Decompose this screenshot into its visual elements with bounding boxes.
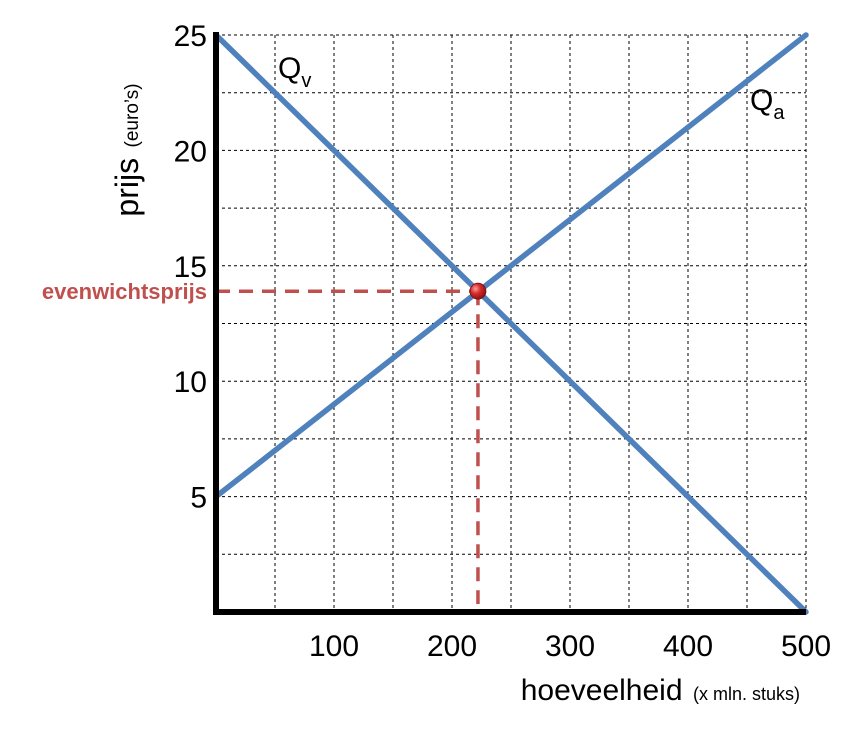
series-label-qv-subscript: v: [301, 70, 311, 92]
series-line-qv: [213, 32, 809, 615]
axes: [213, 32, 806, 615]
series-line-qa: [213, 32, 809, 500]
series-label-qv: Qv: [278, 52, 311, 92]
labels: prijs (euro’s) hoeveelheid (x mln. stuks…: [42, 52, 800, 707]
series-label-qa: Qa: [750, 84, 785, 124]
y-axis-unit: (euro’s): [122, 83, 143, 147]
y-tick-label: 25: [174, 20, 207, 53]
tick-labels: 100 200 300 400 500 5 10 15 20 25: [174, 20, 831, 663]
equilibrium-price-label: evenwichtsprijs: [42, 279, 207, 304]
y-axis-title: prijs (euro’s): [109, 83, 145, 216]
x-axis-label: hoeveelheid: [521, 674, 683, 707]
x-tick-label: 100: [309, 630, 359, 663]
y-tick-label: 20: [174, 135, 207, 168]
series-label-qa-name: Q: [750, 84, 773, 117]
x-tick-label: 500: [781, 630, 831, 663]
y-tick-label: 5: [190, 482, 207, 515]
x-axis-title: hoeveelheid (x mln. stuks): [521, 674, 800, 707]
x-axis-unit: (x mln. stuks): [693, 684, 800, 704]
x-tick-label: 200: [427, 630, 477, 663]
x-tick-label: 400: [663, 630, 713, 663]
series: [213, 32, 809, 615]
series-label-qa-subscript: a: [773, 102, 785, 124]
y-tick-label: 10: [174, 366, 207, 399]
y-tick-label: 15: [174, 251, 207, 284]
x-tick-label: 300: [545, 630, 595, 663]
equilibrium-guide-lines: [216, 289, 480, 604]
y-axis-label: prijs: [109, 158, 145, 217]
equilibrium-point: [469, 282, 487, 300]
series-label-qv-name: Q: [278, 52, 301, 85]
